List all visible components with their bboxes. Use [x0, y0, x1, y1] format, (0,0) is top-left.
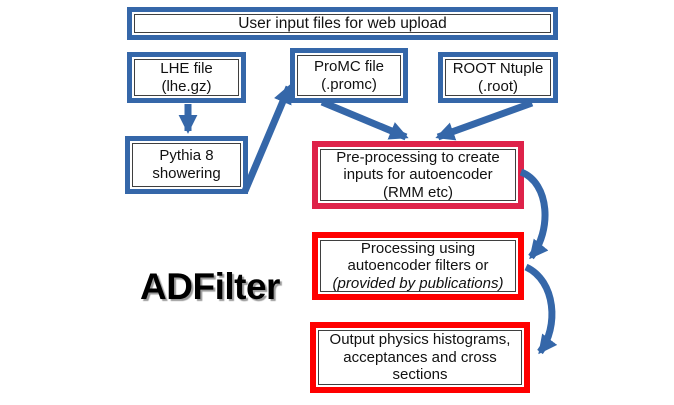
box-pythia-label-line1: Pythia 8	[159, 147, 214, 164]
box-preprocessing-inner: Pre-processing to create inputs for auto…	[320, 149, 516, 201]
box-preprocessing-label-line2: inputs for autoencoder	[343, 166, 493, 184]
box-output-label-line3: sections	[392, 366, 448, 384]
box-output-label-line2: acceptances and cross	[343, 348, 497, 366]
box-user-input-files-inner: User input files for web upload	[134, 14, 551, 33]
box-lhe-file: LHE file (lhe.gz)	[127, 52, 246, 103]
box-preprocessing: Pre-processing to create inputs for auto…	[312, 141, 524, 209]
arrow-preprocessing-to-processing-icon	[519, 168, 549, 260]
box-root-ntuple-label-line2: (.root)	[477, 77, 518, 95]
box-output-histograms-inner: Output physics histograms, acceptances a…	[318, 330, 522, 385]
box-processing-label-line2: autoencoder filters or	[347, 257, 489, 275]
arrow-promc-to-preprocessing-icon	[320, 98, 409, 141]
box-processing: Processing using autoencoder filters or …	[312, 232, 524, 300]
arrow-pythia-to-promc-icon	[241, 84, 293, 193]
box-root-ntuple-label-line1: ROOT Ntuple	[452, 59, 544, 77]
box-processing-label-line1: Processing using	[360, 240, 476, 257]
box-pythia-label-line2: showering	[152, 165, 221, 182]
box-root-ntuple-inner: ROOT Ntuple (.root)	[445, 59, 551, 96]
box-preprocessing-label-line1: Pre-processing to create	[336, 149, 500, 166]
box-user-input-files-label: User input files for web upload	[238, 14, 447, 32]
app-title-adfilter: ADFilter	[140, 266, 280, 307]
arrow-root-to-preprocessing-icon	[435, 99, 534, 141]
box-processing-label-line3: (provided by publications)	[332, 274, 504, 292]
box-root-ntuple: ROOT Ntuple (.root)	[438, 52, 558, 103]
box-output-label-line1: Output physics histograms,	[329, 331, 511, 349]
box-promc-file-label-line1: ProMC file	[313, 57, 384, 75]
box-output-histograms: Output physics histograms, acceptances a…	[310, 322, 530, 393]
box-processing-inner: Processing using autoencoder filters or …	[320, 240, 516, 292]
box-promc-file-inner: ProMC file (.promc)	[297, 55, 401, 96]
box-promc-file: ProMC file (.promc)	[290, 48, 408, 103]
box-lhe-file-label-line1: LHE file	[160, 59, 213, 77]
box-preprocessing-label-line3: (RMM etc)	[383, 183, 453, 201]
box-promc-file-label-line2: (.promc)	[321, 75, 377, 93]
box-pythia-showering: Pythia 8 showering	[125, 136, 248, 194]
box-lhe-file-inner: LHE file (lhe.gz)	[134, 59, 239, 96]
box-user-input-files: User input files for web upload	[127, 7, 558, 40]
box-pythia-showering-inner: Pythia 8 showering	[132, 143, 241, 187]
box-lhe-file-label-line2: (lhe.gz)	[161, 77, 212, 95]
